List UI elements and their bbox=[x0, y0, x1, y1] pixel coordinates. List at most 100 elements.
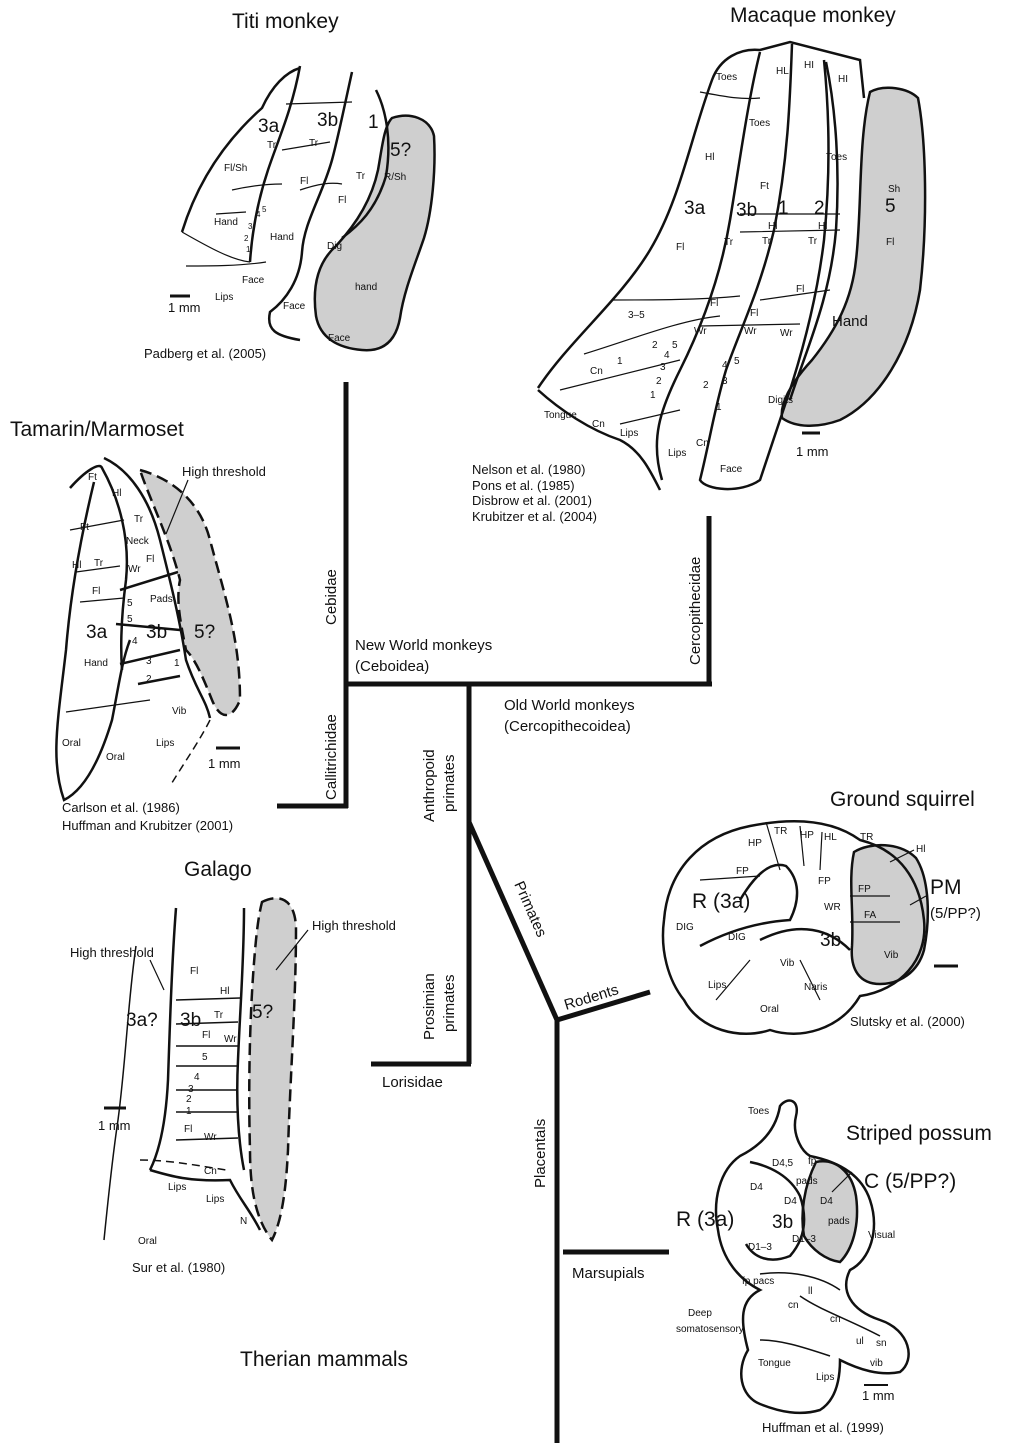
label-lorisidae: Lorisidae bbox=[382, 1074, 443, 1091]
macaque-label-fl-2: Fl bbox=[796, 284, 804, 295]
tamarin-label-tr1: Tr bbox=[134, 514, 144, 525]
tamarin-label-high-threshold: High threshold bbox=[182, 464, 266, 479]
label-anthropoid-1: Anthropoid bbox=[421, 749, 438, 822]
galago-map: Galago High threshold High threshold 3a?… bbox=[70, 858, 396, 1275]
label-old-world-2: (Cercopithecoidea) bbox=[504, 718, 631, 735]
macaque-label-lips1: Lips bbox=[620, 428, 638, 439]
tamarin-label-neck: Neck bbox=[126, 536, 150, 547]
label-cebidae: Cebidae bbox=[323, 569, 340, 625]
galago-label-lips2: Lips bbox=[206, 1194, 224, 1205]
label-new-world-1: New World monkeys bbox=[355, 637, 492, 654]
macaque-label-wr2: Wr bbox=[744, 326, 757, 337]
tamarin-digit-5b: 5 bbox=[127, 614, 133, 625]
macaque-citation-4: Krubitzer et al. (2004) bbox=[472, 509, 597, 524]
tamarin-label-oral1: Oral bbox=[62, 738, 81, 749]
tamarin-digit-2: 2 bbox=[146, 674, 152, 685]
macaque-label-hl-left: Hl bbox=[705, 152, 714, 163]
squirrel-label-naris: Naris bbox=[804, 982, 827, 993]
macaque-digit-5b: 5 bbox=[734, 356, 740, 367]
label-prosimian-1: Prosimian bbox=[421, 973, 438, 1040]
macaque-digit-3b: 3 bbox=[722, 376, 728, 387]
squirrel-label-hl2: Hl bbox=[916, 844, 925, 855]
possum-title: Striped possum bbox=[846, 1122, 992, 1145]
macaque-label-hl-1: Hl bbox=[768, 221, 777, 232]
possum-label-ul: ul bbox=[856, 1336, 864, 1347]
macaque-digit-3a: 3 bbox=[660, 362, 666, 373]
macaque-label-tr1: Tr bbox=[724, 237, 734, 248]
macaque-label-cn2: Cn bbox=[592, 419, 605, 430]
macaque-label-tongue: Tongue bbox=[544, 410, 577, 421]
squirrel-label-pm: PM bbox=[930, 876, 962, 899]
galago-label-fl1: Fl bbox=[190, 966, 198, 977]
macaque-label-fl-area5: Fl bbox=[886, 237, 894, 248]
squirrel-label-tr1: TR bbox=[774, 826, 787, 837]
macaque-3a3b-border bbox=[657, 52, 760, 480]
tamarin-label-hand: Hand bbox=[84, 658, 108, 669]
macaque-title: Macaque monkey bbox=[730, 4, 896, 27]
squirrel-label-vib2: Vib bbox=[884, 950, 899, 961]
phylogenetic-tree bbox=[277, 382, 712, 1443]
galago-outline-left bbox=[104, 946, 136, 1240]
macaque-label-wr3: Wr bbox=[780, 328, 793, 339]
titi-label-flsh: Fl/Sh bbox=[224, 163, 247, 174]
titi-label-tr2: Tr bbox=[309, 138, 319, 149]
possum-scale-label: 1 mm bbox=[862, 1388, 895, 1403]
macaque-label-tr2: Tr bbox=[762, 236, 772, 247]
macaque-digit-1: 1 bbox=[617, 356, 623, 367]
galago-label-5: 5? bbox=[252, 1002, 273, 1023]
squirrel-label-wr: WR bbox=[824, 902, 841, 913]
titi-label-tr1: Tr bbox=[267, 140, 277, 151]
galago-label-wr1: Wr bbox=[224, 1034, 237, 1045]
titi-label-face1: Face bbox=[242, 275, 265, 286]
titi-label-dig: Dig bbox=[327, 241, 342, 252]
titi-label-face3: Face bbox=[328, 333, 351, 344]
tamarin-label-hl1: Hl bbox=[112, 488, 121, 499]
titi-digit-3: 3 bbox=[248, 222, 253, 231]
macaque-label-toes1: Toes bbox=[716, 72, 737, 83]
squirrel-label-fa: FA bbox=[864, 910, 877, 921]
label-new-world-2: (Ceboidea) bbox=[355, 658, 429, 675]
possum-label-pads2: pads bbox=[828, 1216, 850, 1227]
possum-label-d4b: D4 bbox=[784, 1196, 797, 1207]
macaque-label-hi: HI bbox=[804, 60, 814, 71]
possum-label-d4a: D4 bbox=[750, 1182, 763, 1193]
titi-digit-5: 5 bbox=[262, 205, 267, 214]
macaque-digit-4b: 4 bbox=[722, 360, 728, 371]
possum-label-pads1: pads bbox=[796, 1176, 818, 1187]
label-placentals: Placentals bbox=[532, 1119, 549, 1188]
galago-high-threshold-pointer-left bbox=[150, 960, 164, 990]
tamarin-label-fl2: Fl bbox=[92, 586, 100, 597]
macaque-digit-2a: 2 bbox=[656, 376, 662, 387]
possum-label-d4c: D4 bbox=[820, 1196, 833, 1207]
squirrel-label-fp2: FP bbox=[818, 876, 831, 887]
macaque-digit-1a: 1 bbox=[650, 390, 656, 401]
tamarin-digit-4: 4 bbox=[132, 636, 138, 647]
possum-label-tongue: Tongue bbox=[758, 1358, 791, 1369]
titi-label-5: 5? bbox=[390, 140, 411, 161]
tamarin-citation-2: Huffman and Krubitzer (2001) bbox=[62, 818, 233, 833]
galago-digit-1: 1 bbox=[186, 1106, 192, 1117]
squirrel-label-vib1: Vib bbox=[780, 958, 795, 969]
macaque-monkey-map: Macaque monkey Toes HL HI HI Toes Hl Toe… bbox=[472, 4, 925, 524]
possum-label-cn2: cn bbox=[830, 1314, 841, 1325]
tamarin-label-wr: Wr bbox=[128, 564, 141, 575]
possum-label-toes: Toes bbox=[748, 1106, 769, 1117]
tamarin-label-3a: 3a bbox=[86, 622, 108, 643]
macaque-label-3b: 3b bbox=[736, 200, 757, 221]
macaque-digit-1b: 1 bbox=[716, 402, 722, 413]
possum-label-lips: Lips bbox=[816, 1372, 834, 1383]
possum-label-sn: sn bbox=[876, 1338, 887, 1349]
macaque-label-fl-3b: Fl bbox=[710, 298, 718, 309]
tamarin-label-fl1: Fl bbox=[146, 554, 154, 565]
titi-label-tr3: Tr bbox=[356, 171, 366, 182]
titi-title: Titi monkey bbox=[232, 10, 339, 33]
squirrel-citation: Slutsky et al. (2000) bbox=[850, 1014, 965, 1029]
macaque-label-cn1: Cn bbox=[590, 366, 603, 377]
galago-label-high-threshold-left: High threshold bbox=[70, 945, 154, 960]
squirrel-label-3b: 3b bbox=[820, 930, 841, 951]
tamarin-digit-3: 3 bbox=[146, 656, 152, 667]
tamarin-label-ft2: Ft bbox=[80, 522, 89, 533]
titi-digit-4: 4 bbox=[256, 210, 261, 219]
